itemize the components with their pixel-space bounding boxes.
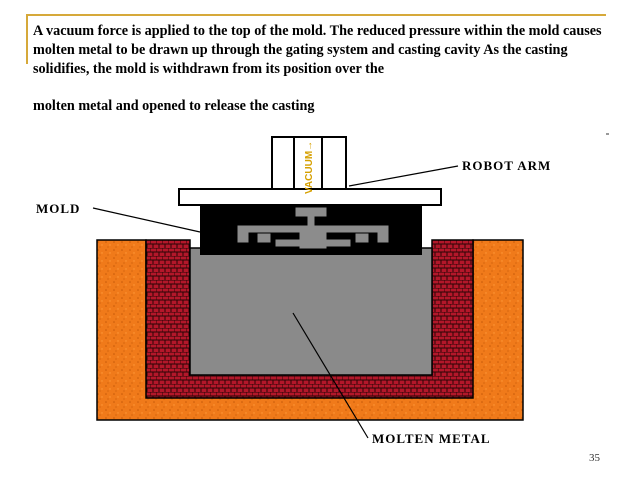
vacuum-label: VACUUM→ (304, 141, 315, 194)
molten-metal-leader (292, 312, 369, 439)
description-paragraph-continued: molten metal and opened to release the c… (33, 98, 315, 114)
robot-arm-label: ROBOT ARM (462, 158, 551, 173)
molten-metal-pool (189, 247, 433, 376)
description-paragraph: A vacuum force is applied to the top of … (33, 23, 602, 77)
mold-label: MOLD (36, 201, 80, 216)
vacuum-channel (293, 136, 323, 190)
molten-metal-label: MOLTEN METAL (372, 431, 491, 446)
page-number: 35 (589, 452, 600, 464)
robot-arm-leader (348, 165, 459, 187)
edge-mark (606, 133, 609, 135)
left-rule (26, 14, 28, 64)
casting-cavity (237, 207, 389, 249)
header-rule (26, 14, 606, 16)
mold-leader (92, 207, 201, 233)
